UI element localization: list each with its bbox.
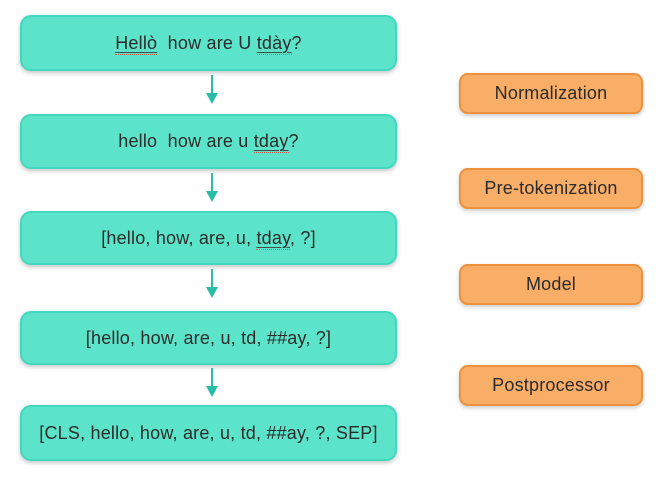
- step-text: [hello, how, are, u, tday, ?]: [101, 227, 316, 250]
- stage-label: Model: [525, 274, 577, 294]
- pipeline-step-model-tokens: [hello, how, are, u, td, ##ay, ?]: [20, 311, 397, 365]
- text-segment: how are U: [157, 32, 257, 53]
- misspelled-word: tdày: [256, 32, 292, 55]
- pipeline-step-final-tokens: [CLS, hello, how, are, u, td, ##ay, ?, S…: [20, 405, 397, 461]
- misspelled-word: tday: [253, 131, 289, 153]
- step-text: hello how are u tday?: [118, 131, 299, 153]
- step-text: Hellò how are U tdày?: [115, 32, 302, 55]
- stage-label: Postprocessor: [492, 375, 610, 395]
- stage-postprocessor: Postprocessor: [459, 365, 643, 406]
- text-segment: [hello, how, are, u,: [101, 227, 257, 248]
- step-text: [CLS, hello, how, are, u, td, ##ay, ?, S…: [39, 423, 377, 444]
- stage-normalization: Normalization: [459, 73, 643, 114]
- text-segment: ?: [288, 131, 299, 151]
- misspelled-word: tday: [256, 227, 290, 250]
- text-segment: hello how are u: [118, 131, 254, 151]
- down-arrow-icon: [206, 173, 218, 202]
- text-segment: , ?]: [289, 227, 316, 248]
- stage-label: Normalization: [494, 83, 608, 103]
- text-segment: [CLS, hello, how, are, u, td, ##ay, ?, S…: [39, 422, 378, 443]
- pipeline-step-normalized: hello how are u tday?: [20, 114, 397, 169]
- misspelled-word: Hellò: [115, 32, 158, 55]
- pipeline-step-raw-input: Hellò how are U tdày?: [20, 15, 397, 71]
- stage-label: Pre-tokenization: [484, 178, 618, 198]
- stage-pretokenization: Pre-tokenization: [459, 168, 643, 209]
- text-segment: ?: [291, 32, 302, 53]
- down-arrow-icon: [206, 368, 218, 397]
- stage-model: Model: [459, 264, 643, 305]
- step-text: [hello, how, are, u, td, ##ay, ?]: [86, 328, 331, 349]
- down-arrow-icon: [206, 269, 218, 298]
- pipeline-step-pretokenized: [hello, how, are, u, tday, ?]: [20, 211, 397, 265]
- down-arrow-icon: [206, 75, 218, 104]
- text-segment: [hello, how, are, u, td, ##ay, ?]: [85, 327, 332, 348]
